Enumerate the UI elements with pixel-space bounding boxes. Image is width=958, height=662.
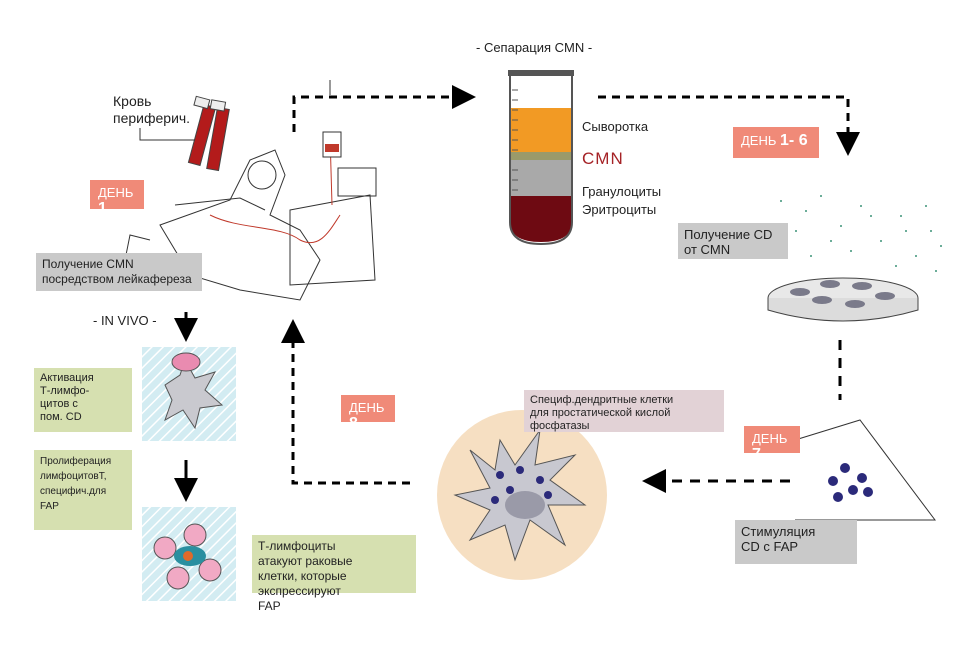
granulocytes-label: Гранулоциты [582, 184, 662, 199]
day-badge-8: ДЕНЬ 8 [341, 395, 395, 432]
erythrocytes-label: Эритроциты [582, 202, 657, 217]
separation-tube [508, 70, 574, 246]
attack-panel [142, 507, 236, 601]
stimulation-box: Стимуляция CD с FAP [735, 520, 857, 564]
cmn-label: CMN [582, 149, 624, 168]
attack-box: Т-лимфоциты атакуют раковые клетки, кото… [252, 535, 416, 613]
proliferation-box: Пролиферация лимфоцитовТ, специфич.для F… [34, 450, 132, 530]
day-badge-1-6: ДЕНЬ 1- 6 [733, 127, 819, 158]
day-badge-7: ДЕНЬ 7 [744, 426, 800, 463]
leukapheresis-box: Получение CMN посредством лейкафереза [36, 253, 202, 291]
flow-arrows [174, 85, 860, 502]
dendritic-cell-illustration [437, 410, 607, 580]
blood-label: Кровь периферич. [113, 93, 191, 126]
stimulation-illustration [794, 419, 936, 521]
cd-from-cmn-box: Получение CD от CMN [678, 223, 788, 259]
serum-label: Сыворотка [582, 119, 649, 134]
dendritic-box: Специф.дендритные клетки для простатичес… [524, 390, 724, 432]
separation-title: - Сепарация CMN - [476, 40, 593, 55]
petri-dish-illustration [767, 195, 942, 322]
blood-tubes-icon [139, 95, 230, 172]
day-badge-1: ДЕНЬ 1 [90, 180, 144, 217]
in-vivo-label: - IN VIVO - [93, 313, 157, 328]
activation-panel [142, 347, 236, 441]
activation-box: Активация Т-лимфо- цитов с пом. CD [34, 368, 132, 432]
